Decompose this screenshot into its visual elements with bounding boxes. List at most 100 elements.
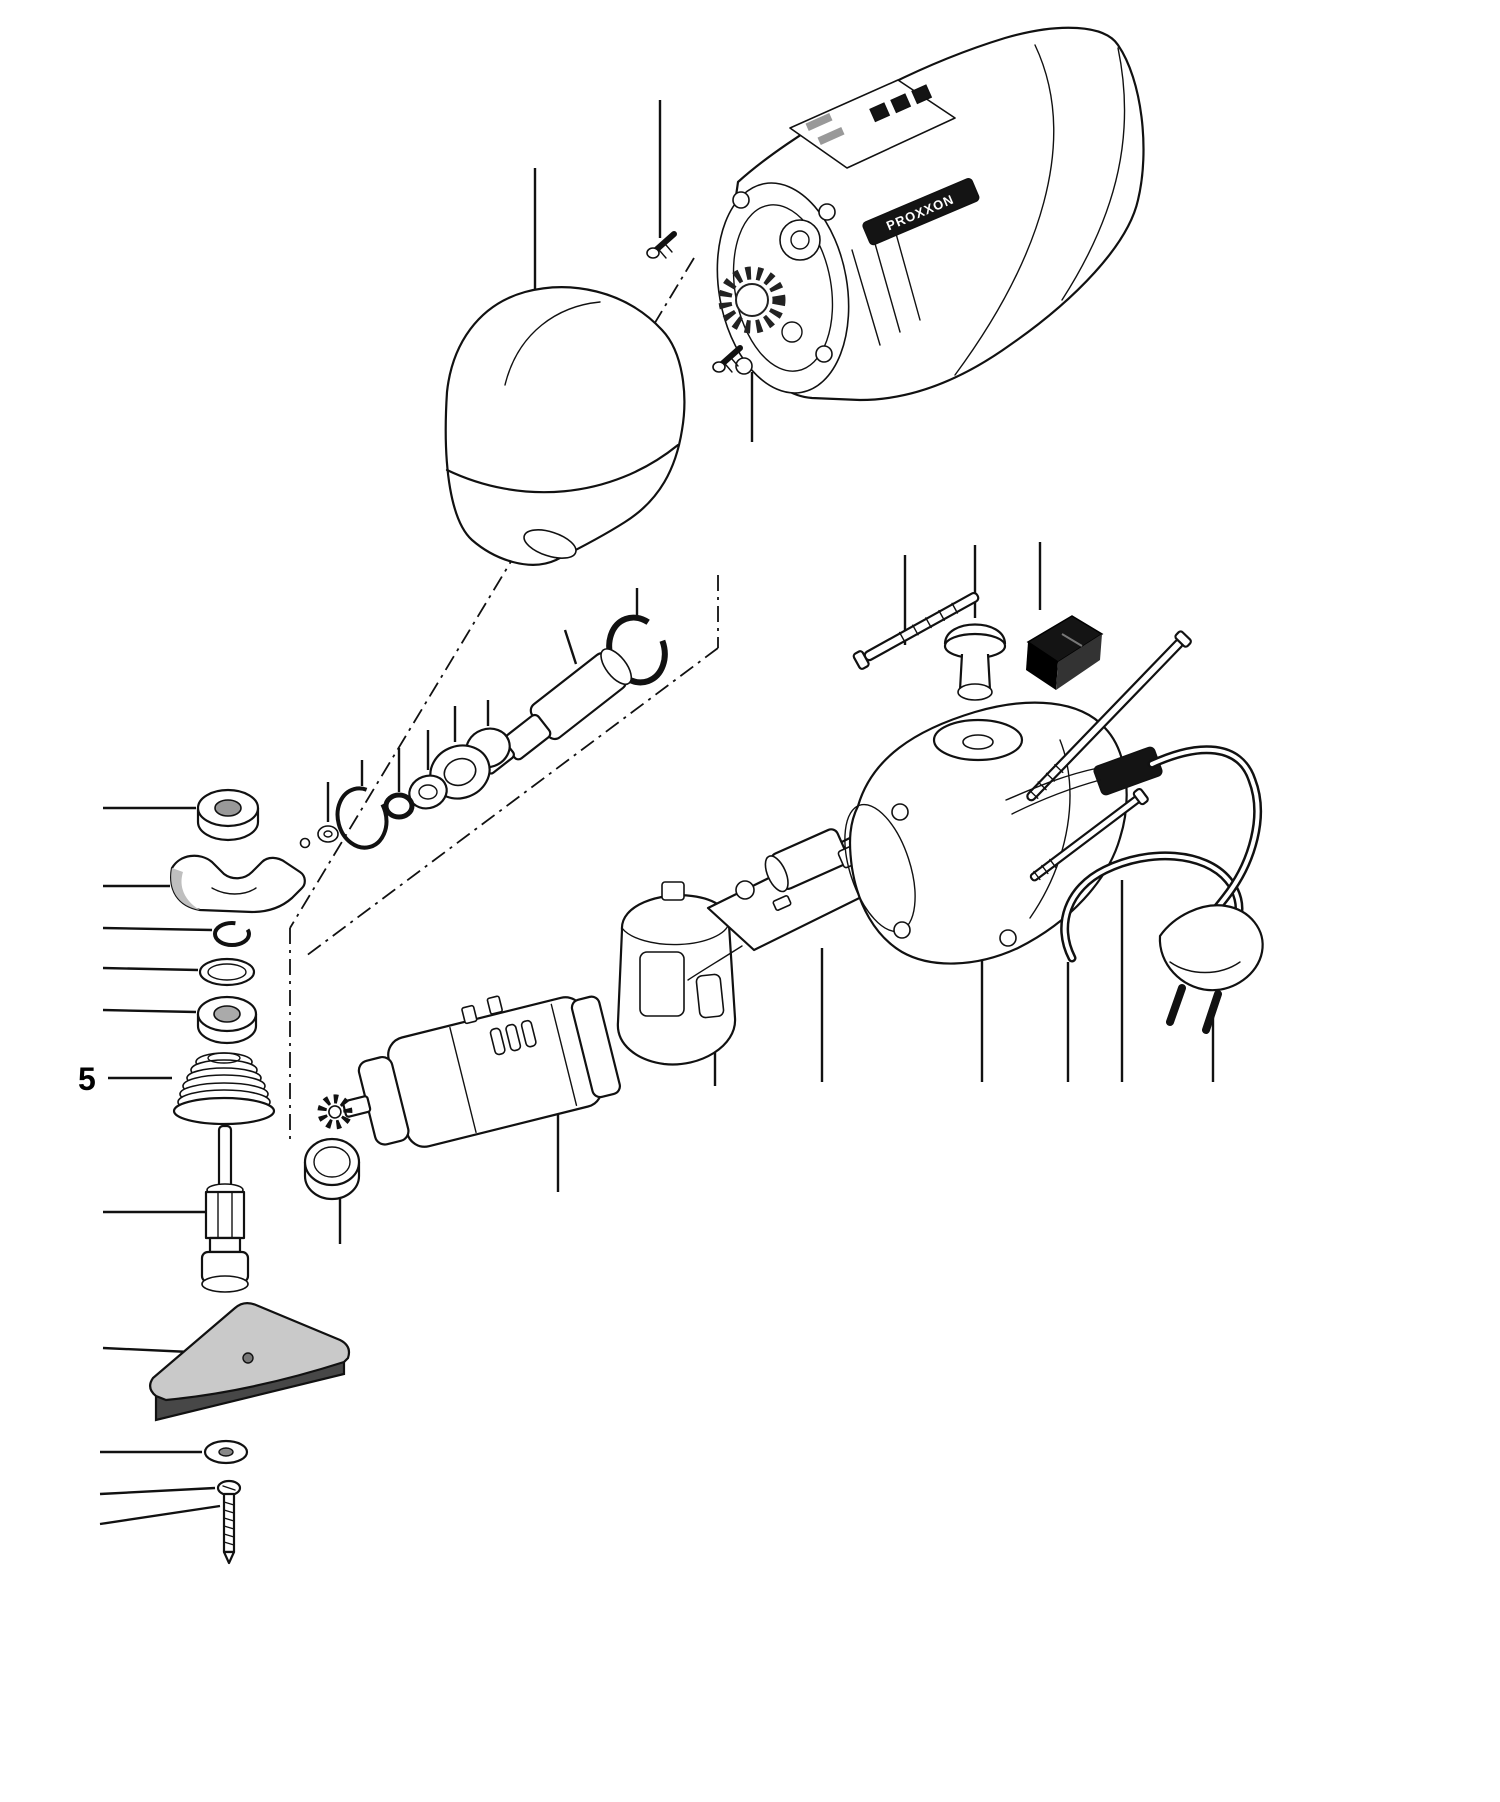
pin: [299, 837, 311, 849]
vent-slot: [520, 1019, 537, 1048]
motor-holder-notch: [695, 973, 725, 1019]
motor-shaft: [342, 1095, 372, 1118]
left-parts-stack: [149, 788, 351, 1565]
grip-rib: [851, 249, 881, 346]
screw-thread: [1049, 858, 1057, 869]
screw-boss: [999, 929, 1017, 947]
screw-thread: [1029, 789, 1039, 799]
leader-line: [102, 926, 213, 932]
rating-plate-outline: [789, 79, 956, 169]
bearing-seat-boss: [779, 219, 821, 261]
pcb-component-rect: [772, 895, 792, 911]
screw-tip: [222, 1550, 236, 1565]
screw-thread: [223, 1517, 235, 1522]
pad-washer: [203, 1439, 249, 1465]
screw-shaft: [653, 231, 677, 253]
spindle-step: [208, 1236, 242, 1254]
screw-thread: [925, 617, 932, 629]
switch-side: [1056, 634, 1102, 690]
long-screw-b: [1026, 630, 1192, 802]
housing-screw-1: [646, 231, 677, 259]
screw-thread: [1041, 864, 1049, 875]
switch-ridge: [1061, 633, 1083, 647]
screw-slot: [222, 1485, 236, 1491]
screw-head: [712, 361, 726, 373]
star-gasket-core: [735, 283, 769, 317]
head-cover-seam: [445, 443, 680, 494]
screw-boss: [818, 203, 836, 221]
head-cover: [444, 286, 686, 566]
screw-thread: [659, 250, 667, 259]
brand-band-plate: [862, 178, 980, 246]
slide-switch: [1026, 615, 1104, 690]
spindle-shaft: [217, 1124, 233, 1190]
head-cover-highlight: [504, 301, 601, 386]
long-screw-a: [852, 591, 980, 670]
plug-pin: [1202, 990, 1222, 1034]
motor-seam: [449, 1026, 477, 1134]
housing-style-seam: [1061, 47, 1126, 301]
leader-lines: [99, 100, 1215, 1526]
flat-ring-outer: [198, 957, 256, 987]
main-housing: PROXXON: [716, 26, 1145, 402]
capacitor: [764, 828, 850, 893]
motor-rear-cap: [570, 995, 621, 1099]
sleeve-flange: [172, 1096, 276, 1126]
screw-head: [852, 650, 870, 670]
screw-shaft: [719, 345, 743, 367]
knob-boss-hole: [962, 734, 994, 750]
pad-top: [149, 1301, 351, 1402]
power-plug: [1158, 904, 1264, 1034]
capacitor-end: [764, 855, 789, 893]
fork-lever-shading: [171, 868, 200, 910]
screw-thread: [223, 1509, 235, 1514]
washer-outer: [317, 825, 339, 843]
leader-line: [563, 629, 578, 665]
power-cord: [1005, 745, 1264, 1034]
ball-bearing-small: [196, 995, 258, 1045]
motor-holder-tab: [661, 881, 685, 901]
plug-body: [1158, 904, 1264, 992]
leader-line: [99, 1486, 216, 1496]
grip-rib: [894, 229, 921, 321]
screw-boss: [815, 345, 833, 363]
washer-small: [317, 825, 339, 843]
screw-boss: [891, 803, 909, 821]
certification-mark: [869, 102, 891, 123]
leader-line: [102, 966, 199, 972]
screw-head: [646, 247, 660, 259]
washer-hole: [323, 830, 333, 838]
spindle-hex: [204, 1190, 246, 1240]
shaft-assembly: [299, 614, 668, 850]
rating-plate-textline: [817, 127, 845, 145]
leader-line: [102, 1008, 197, 1014]
certification-mark: [890, 93, 912, 114]
star-gasket: [718, 266, 786, 334]
threaded-sleeve-part5: [172, 1052, 276, 1126]
star-gasket-teeth: [718, 266, 786, 334]
housing-screw-2: [712, 345, 743, 373]
switch-front: [1026, 642, 1058, 690]
leader-line: [99, 1504, 221, 1526]
plug-face-line: [1169, 961, 1241, 974]
cord-lead-wire: [1011, 779, 1101, 815]
spindle-base-face: [201, 1275, 249, 1293]
retaining-ring: [213, 921, 251, 947]
callout-5: 5: [78, 1061, 96, 1097]
screw-head: [1132, 787, 1149, 806]
motor: [317, 995, 621, 1148]
screw-thread: [731, 358, 739, 367]
grip-rib: [873, 239, 901, 333]
collar-ring: [303, 1137, 361, 1201]
collar-ring-top: [303, 1137, 361, 1187]
output-spindle: [200, 1124, 250, 1293]
bearing-nut: [196, 788, 260, 842]
fork-lever-slot: [211, 887, 257, 895]
c-ring: [335, 786, 389, 850]
housing-front-face: [716, 182, 850, 394]
sleeve-bore: [207, 1052, 241, 1064]
screw-boss: [893, 921, 911, 939]
cord-lead-wire: [1005, 767, 1099, 801]
front-detail-hole: [781, 321, 803, 343]
